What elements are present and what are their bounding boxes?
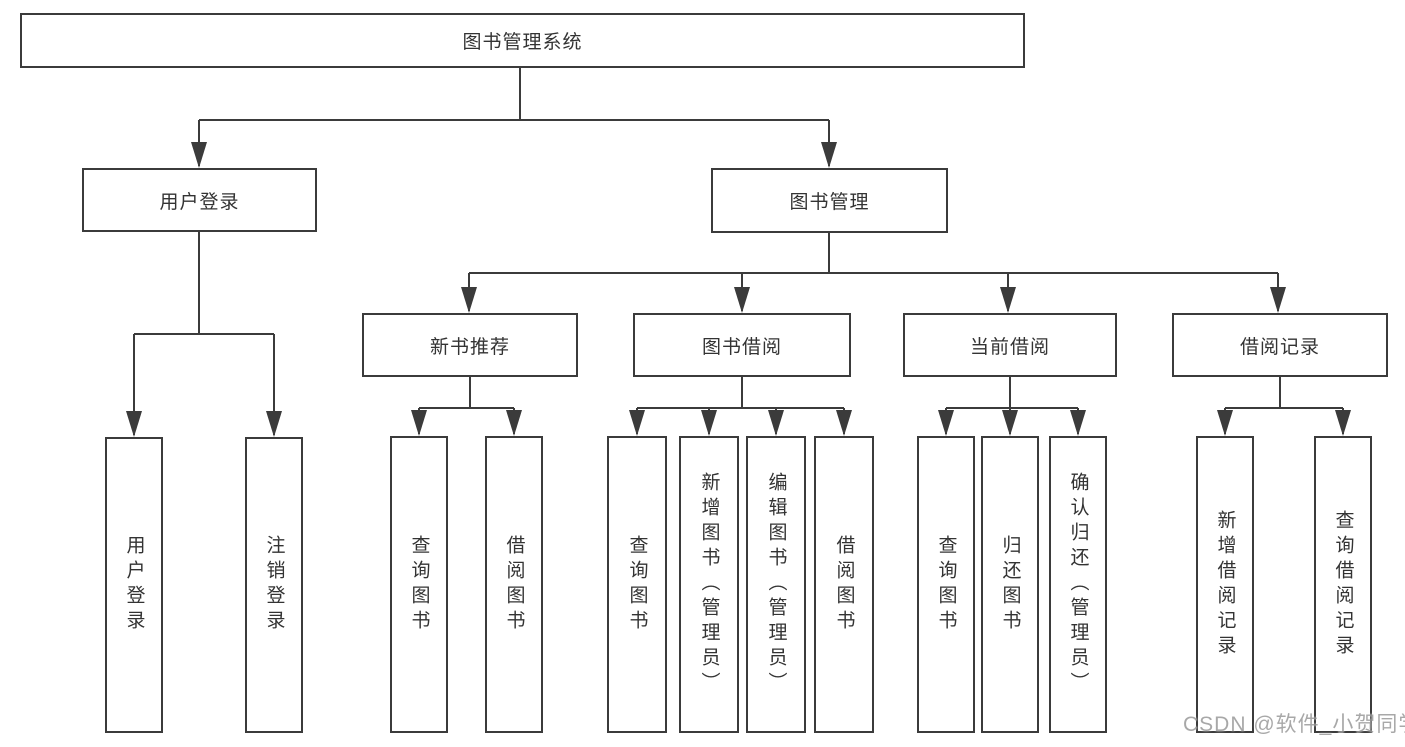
leaf-record-query-borrow-record: 查询借阅记录: [1314, 436, 1372, 733]
arrowhead: [126, 411, 142, 437]
node-label: 借阅图书: [503, 534, 525, 635]
node-root-system: 图书管理系统: [20, 13, 1025, 68]
leaf-current-confirm-return-admin: 确认归还（管理员）: [1049, 436, 1107, 733]
node-label: 用户登录: [123, 535, 145, 635]
connector-bookborrow-to-leaves: [636, 377, 845, 434]
leaf-borrow-edit-books-admin: 编辑图书（管理员）: [746, 436, 806, 733]
leaf-recommend-query-books: 查询图书: [390, 436, 448, 733]
node-label: 新书推荐: [429, 336, 510, 358]
node-label: 新增图书（管理员）: [698, 472, 720, 697]
node-new-book-recommend: 新书推荐: [362, 313, 578, 377]
leaf-logout: 注销登录: [245, 437, 303, 733]
arrowhead: [266, 411, 282, 437]
node-label: 借阅图书: [833, 534, 855, 635]
connector-bookmgmt-to-level2: [468, 233, 1279, 311]
arrowhead: [1335, 410, 1351, 436]
arrowhead: [734, 287, 750, 313]
arrowhead: [1002, 410, 1018, 436]
arrowhead: [1217, 410, 1233, 436]
node-label: 图书借阅: [701, 336, 782, 358]
leaf-current-return-books: 归还图书: [981, 436, 1039, 733]
arrowhead: [821, 142, 837, 168]
node-label: 查询图书: [935, 534, 957, 635]
node-current-borrow: 当前借阅: [903, 313, 1117, 377]
arrowhead: [1000, 287, 1016, 313]
connector-recommend-to-leaves: [418, 377, 515, 434]
node-label: 编辑图书（管理员）: [765, 472, 787, 697]
arrowhead: [1070, 410, 1086, 436]
arrowhead: [411, 410, 427, 436]
connector-borrowrecord-to-leaves: [1224, 377, 1344, 434]
node-book-management: 图书管理: [711, 168, 948, 233]
node-label: 查询图书: [626, 534, 648, 635]
leaf-record-add-borrow-record: 新增借阅记录: [1196, 436, 1254, 733]
arrowhead: [506, 410, 522, 436]
leaf-borrow-borrow-books: 借阅图书: [814, 436, 874, 733]
node-label: 归还图书: [999, 534, 1021, 635]
node-label: 图书管理: [789, 192, 870, 213]
connector-root-to-level1: [198, 68, 830, 166]
arrowhead: [701, 410, 717, 436]
arrowhead: [768, 410, 784, 436]
arrowhead: [1270, 287, 1286, 313]
node-label: 借阅记录: [1239, 336, 1320, 358]
node-borrow-record: 借阅记录: [1172, 313, 1388, 377]
node-label: 注销登录: [263, 535, 285, 635]
arrowhead: [629, 410, 645, 436]
arrowhead: [836, 410, 852, 436]
node-label: 图书管理系统: [462, 32, 583, 53]
leaf-user-login: 用户登录: [105, 437, 163, 733]
arrowhead: [938, 410, 954, 436]
node-label: 确认归还（管理员）: [1067, 472, 1089, 697]
node-user-login: 用户登录: [82, 168, 317, 232]
leaf-current-query-books: 查询图书: [917, 436, 975, 733]
node-label: 当前借阅: [969, 336, 1050, 358]
leaf-recommend-borrow-books: 借阅图书: [485, 436, 543, 733]
node-label: 新增借阅记录: [1214, 509, 1236, 660]
node-label: 用户登录: [159, 191, 240, 213]
connector-userlogin-to-leaves: [133, 232, 275, 435]
arrowhead: [191, 142, 207, 168]
node-label: 查询图书: [408, 534, 430, 635]
csdn-watermark: CSDN @软件_小贺同学: [1183, 713, 1405, 736]
arrowhead: [461, 287, 477, 313]
leaf-borrow-query-books: 查询图书: [607, 436, 667, 733]
leaf-borrow-add-books-admin: 新增图书（管理员）: [679, 436, 739, 733]
node-label: 查询借阅记录: [1332, 509, 1354, 660]
node-book-borrow: 图书借阅: [633, 313, 851, 377]
